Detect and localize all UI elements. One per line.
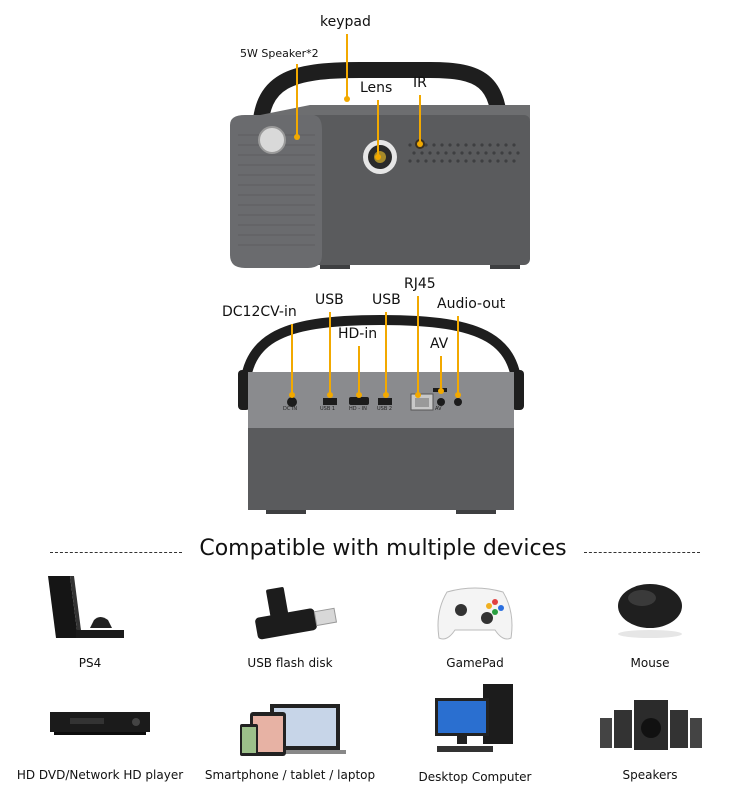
dvd-player-icon <box>40 690 160 762</box>
port-label-usb2: USB 2 <box>377 406 393 412</box>
compatibility-heading-row: Compatible with multiple devices <box>50 536 700 568</box>
callout-dot-av <box>438 388 444 394</box>
callout-speaker: 5W Speaker*2 <box>240 47 319 60</box>
port-label-usb1: USB 1 <box>320 406 336 412</box>
callout-line-dc-in <box>291 324 293 394</box>
compatibility-heading: Compatible with multiple devices <box>199 536 567 561</box>
callout-dot-rj45 <box>415 392 421 398</box>
device-smartphone-tablet-laptop: Smartphone / tablet / laptop <box>200 690 380 782</box>
callout-dot-usb-1 <box>327 392 333 398</box>
device-label: Mouse <box>630 656 670 670</box>
device-mouse: Mouse <box>560 572 740 670</box>
callout-line-av <box>440 356 442 390</box>
callout-rj45: RJ45 <box>404 276 436 292</box>
callout-dot-keypad <box>344 96 350 102</box>
callout-dot-ir <box>417 141 423 147</box>
device-label: HD DVD/Network HD player <box>16 768 184 782</box>
callout-line-audio-out <box>457 316 459 394</box>
desktop-computer-icon <box>415 680 535 762</box>
device-gamepad: GamePad <box>385 572 565 670</box>
callout-ir: IR <box>413 75 427 91</box>
callout-usb-1: USB <box>315 292 344 308</box>
callout-line-hd-in <box>358 346 360 394</box>
callout-audio-out: Audio-out <box>437 296 506 312</box>
callout-keypad: keypad <box>320 14 371 30</box>
callout-line-usb-1 <box>329 312 331 394</box>
usb-flash-disk-icon <box>230 572 350 644</box>
device-label: PS4 <box>78 656 102 670</box>
device-dvd-player: HD DVD/Network HD player <box>10 690 190 782</box>
device-speakers: Speakers <box>560 690 740 782</box>
callout-line-speaker <box>296 64 298 136</box>
port-label-hd: HD - IN <box>349 406 367 412</box>
callout-dot-usb-2 <box>383 392 389 398</box>
device-desktop-computer: Desktop Computer <box>385 680 565 784</box>
device-usb-flash-disk: USB flash disk <box>200 572 380 670</box>
device-label: Smartphone / tablet / laptop <box>204 768 376 782</box>
device-label: Desktop Computer <box>418 770 532 784</box>
callout-line-ir <box>419 95 421 143</box>
mouse-icon <box>590 572 710 644</box>
callout-line-keypad <box>346 34 348 98</box>
projector-front-illustration <box>230 62 530 269</box>
callout-line-rj45 <box>417 296 419 394</box>
callout-hd-in: HD-in <box>338 326 378 342</box>
speakers-icon <box>590 690 710 762</box>
callout-dot-speaker <box>294 134 300 140</box>
callout-dot-lens <box>375 154 381 160</box>
callout-line-lens <box>377 100 379 156</box>
heading-divider-left <box>50 552 182 553</box>
port-label-dc: DC IN <box>283 406 298 412</box>
device-label: Speakers <box>622 768 678 782</box>
device-label: USB flash disk <box>247 656 333 670</box>
callout-dc-in: DC12CV-in <box>222 304 297 320</box>
callout-lens: Lens <box>360 80 393 96</box>
smartphone-tablet-laptop-icon <box>230 690 350 762</box>
heading-divider-right <box>584 552 700 553</box>
callout-usb-2: USB <box>372 292 401 308</box>
gamepad-icon <box>415 572 535 644</box>
callout-av: AV <box>430 336 449 352</box>
callout-dot-dc-in <box>289 392 295 398</box>
callout-dot-hd-in <box>356 392 362 398</box>
device-ps4: PS4 <box>0 572 180 670</box>
ps4-console-icon <box>30 572 150 644</box>
callout-line-usb-2 <box>385 312 387 394</box>
port-label-av: AV <box>435 406 442 412</box>
callout-dot-audio-out <box>455 392 461 398</box>
projector-back-illustration <box>238 314 524 514</box>
device-label: GamePad <box>446 656 504 670</box>
